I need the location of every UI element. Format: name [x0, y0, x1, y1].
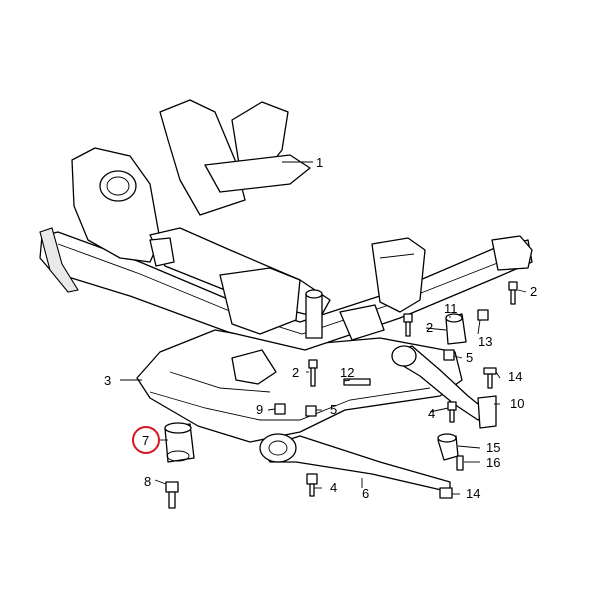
callout-13: 13: [478, 334, 492, 349]
callout-2: 2: [426, 320, 433, 335]
wishbone-arm-6: [259, 433, 451, 493]
callout-3: 3: [104, 373, 111, 388]
callout-6: 6: [362, 486, 369, 501]
bushing-11: [445, 313, 467, 345]
callout-10: 10: [510, 396, 524, 411]
callout-1: 1: [316, 155, 323, 170]
callout-7: 7: [142, 433, 149, 448]
callout-labels: 1 2 2 2 3 4 4 5 5 6 7 8 9 10 11 12 13 14…: [104, 155, 537, 501]
ball-joint-15: [437, 433, 459, 461]
callout-4: 4: [330, 480, 337, 495]
callout-2: 2: [292, 365, 299, 380]
callout-5: 5: [330, 402, 337, 417]
callout-11: 11: [444, 301, 458, 316]
callout-12: 12: [340, 365, 354, 380]
bolt-8: [165, 481, 179, 509]
front-subframe: [39, 99, 533, 385]
callout-16: 16: [486, 455, 500, 470]
callout-14: 14: [466, 486, 480, 501]
callout-4: 4: [428, 406, 435, 421]
leader-lines: [120, 289, 527, 495]
highlight-circle: [132, 426, 160, 454]
control-arm-10: [391, 345, 497, 429]
callout-2: 2: [530, 284, 537, 299]
callout-8: 8: [144, 474, 151, 489]
fasteners: [274, 281, 518, 499]
callout-9: 9: [256, 402, 263, 417]
rubber-mount-7: [164, 422, 195, 463]
callout-14: 14: [508, 369, 522, 384]
callout-5: 5: [466, 350, 473, 365]
callout-15: 15: [486, 440, 500, 455]
